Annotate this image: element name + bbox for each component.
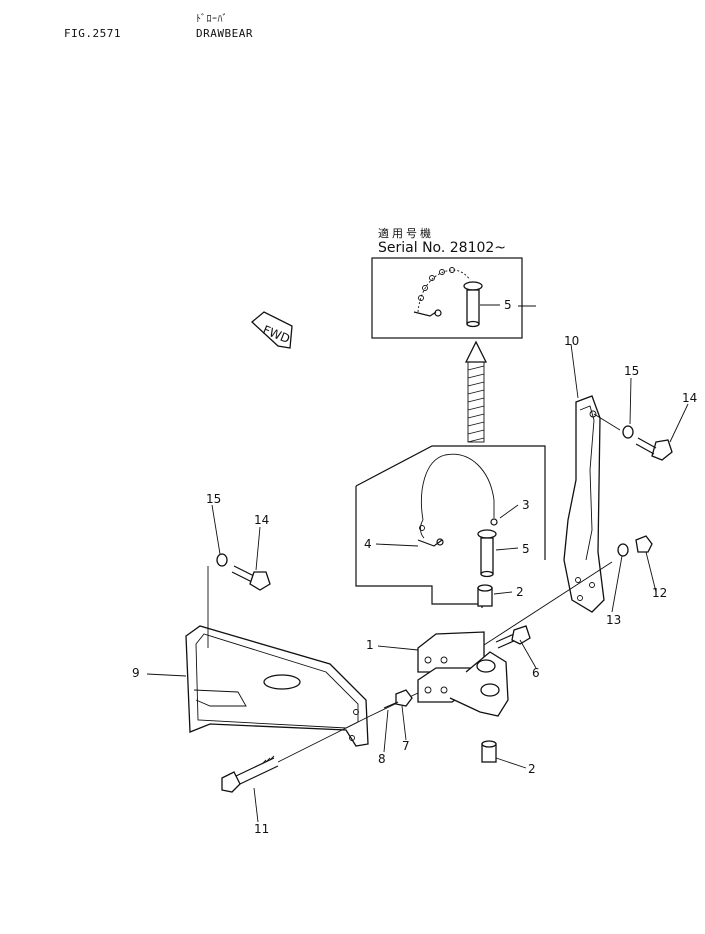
callout-2-lower: 2	[528, 762, 536, 776]
part-6-bolt	[495, 625, 531, 649]
figure-title: DRAWBEAR	[196, 27, 253, 40]
part-10-bracket	[563, 395, 605, 613]
figure-number: FIG.2571	[64, 27, 121, 40]
serial-applicability-label: 適用号機	[378, 227, 434, 240]
callout-9: 9	[132, 666, 140, 680]
callout-2-upper: 2	[516, 585, 524, 599]
leader-lines	[146, 305, 689, 823]
serial-number-label: Serial No. 28102~	[378, 240, 507, 256]
callout-13: 13	[606, 613, 621, 627]
callout-5: 5	[522, 542, 530, 556]
callout-4: 4	[364, 537, 372, 551]
fwd-direction-arrow: FWD	[251, 311, 293, 349]
callout-11: 11	[254, 822, 269, 836]
callout-7: 7	[402, 739, 410, 753]
callout-12: 12	[652, 586, 667, 600]
title-katakana: ﾄﾞﾛｰﾊﾞ	[196, 14, 228, 25]
part-11-bolt	[221, 755, 279, 793]
callout-6: 6	[532, 666, 540, 680]
upward-arrow	[464, 340, 488, 443]
callout-10: 10	[564, 334, 579, 348]
part-1-drawbar-block	[417, 631, 509, 717]
callout-15-right: 15	[624, 364, 639, 378]
callout-14-left: 14	[254, 513, 269, 527]
callout-3: 3	[522, 498, 530, 512]
callout-1: 1	[366, 638, 374, 652]
serial-inset-box	[371, 257, 523, 339]
callout-14-right: 14	[682, 391, 697, 405]
part-14-bolt-right	[635, 437, 673, 461]
part-14-bolt-left	[231, 565, 271, 591]
callout-5-inset: 5	[504, 298, 512, 312]
callout-15-left: 15	[206, 492, 221, 506]
callout-8: 8	[378, 752, 386, 766]
part-9-bracket	[185, 625, 369, 747]
